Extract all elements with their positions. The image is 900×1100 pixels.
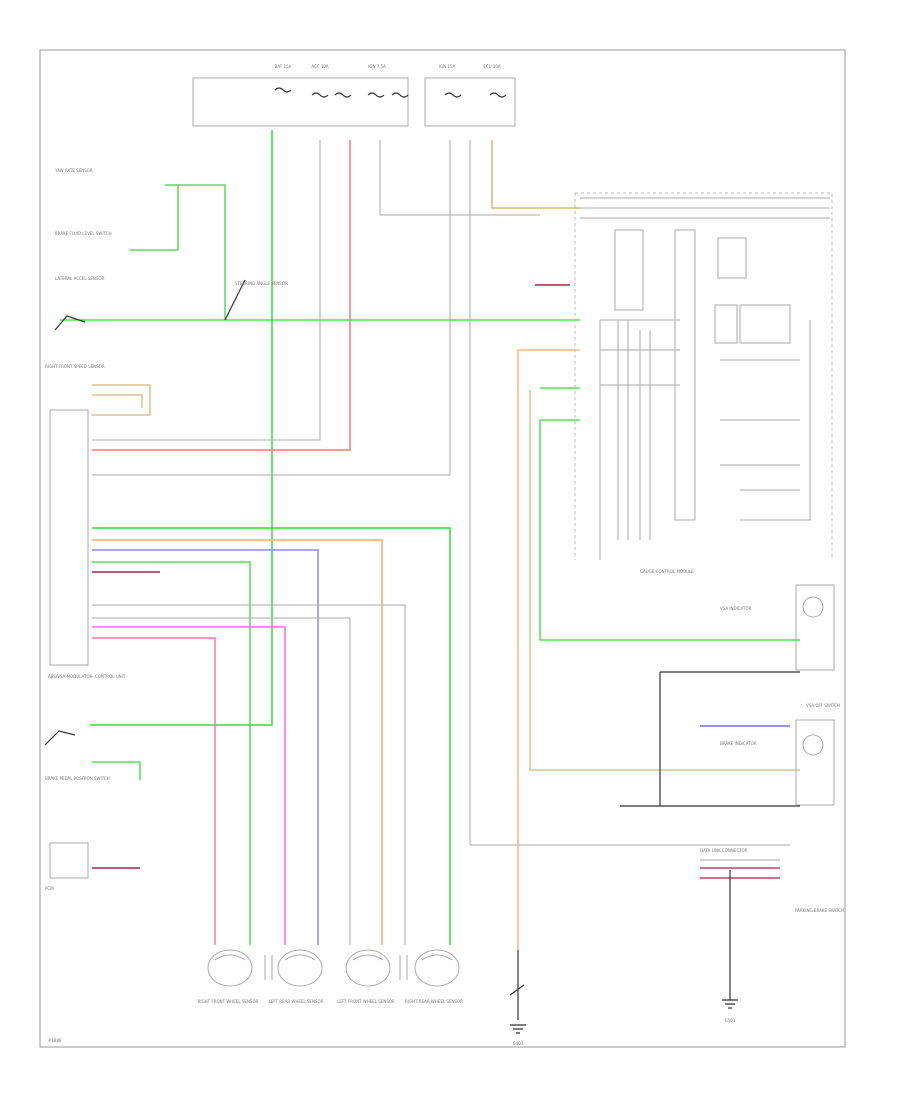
parking-brake-label: PARKING BRAKE SWITCH — [795, 908, 844, 913]
sensor-label-right-front: RIGHT FRONT WHEEL SENSOR — [198, 999, 259, 1004]
center-ground: G401 — [509, 950, 526, 1046]
fuse-label-4: IGN 15A — [439, 64, 456, 69]
data-link-label: DATA LINK CONNECTOR — [700, 848, 748, 853]
ground-center-label: G401 — [513, 1041, 524, 1046]
gauge-control-module-label: GAUGE CONTROL MODULE — [640, 569, 694, 574]
abs-module-label: ABS/VSA MODULATOR- CONTROL UNIT — [48, 674, 126, 679]
fuse-label-3: IGN 7.5A — [368, 64, 386, 69]
sensor-label-left-rear: LEFT REAR WHEEL SENSOR — [269, 999, 324, 1004]
steering-angle-label: STEERING ANGLE SENSOR — [235, 281, 288, 286]
wiring — [60, 130, 830, 1000]
brake-pedal-label: BRAKE PEDAL POSITION SWITCH — [45, 776, 110, 781]
gauge-control-module: GAUGE CONTROL MODULE — [574, 192, 833, 574]
fuse-box: BAT 15A ACC 10A IGN 7.5A IGN 15A ECU 10A — [192, 64, 516, 127]
sensor-label-left-front: LEFT FRONT WHEEL SENSOR — [337, 999, 395, 1004]
right-front-speed-label: RIGHT FRONT SPEED SENSOR — [45, 364, 105, 369]
lateral-accel-label: LATERAL ACCEL SENSOR — [55, 276, 105, 281]
fuse-label-2: ACC 10A — [311, 64, 329, 69]
left-components: YAW RATE SENSOR BRAKE FLUID LEVEL SWITCH… — [44, 168, 288, 891]
fuse-label-1: BAT 15A — [275, 64, 292, 69]
sensor-right-front: RIGHT FRONT WHEEL SENSOR — [198, 949, 259, 1004]
diagram-border — [39, 49, 846, 1048]
sensor-left-front: LEFT FRONT WHEEL SENSOR — [337, 949, 395, 1004]
right-components: VSA INDICATOR BRAKE INDICATOR VSA OFF SW… — [700, 584, 844, 1023]
sensor-label-right-rear: RIGHT REAR WHEEL SENSOR — [405, 999, 463, 1004]
brake-fluid-label: BRAKE FLUID LEVEL SWITCH — [55, 231, 112, 236]
ground-right-label: G501 — [725, 1018, 736, 1023]
sensor-right-rear: RIGHT REAR WHEEL SENSOR — [405, 949, 463, 1004]
brake-indicator-label: BRAKE INDICATOR — [720, 741, 757, 746]
sensor-left-rear: LEFT REAR WHEEL SENSOR — [269, 949, 324, 1004]
yaw-rate-label: YAW RATE SENSOR — [54, 168, 93, 173]
fuse-label-5: ECU 10A — [483, 64, 501, 69]
vsa-indicator-label: VSA INDICATOR — [720, 606, 752, 611]
vsa-off-switch-label: VSA OFF SWITCH — [806, 703, 840, 708]
wheel-sensors: RIGHT FRONT WHEEL SENSOR LEFT REAR WHEEL… — [198, 949, 463, 1004]
pcm-label: PCM — [45, 886, 54, 891]
footer-code: #1888 — [48, 1038, 62, 1043]
